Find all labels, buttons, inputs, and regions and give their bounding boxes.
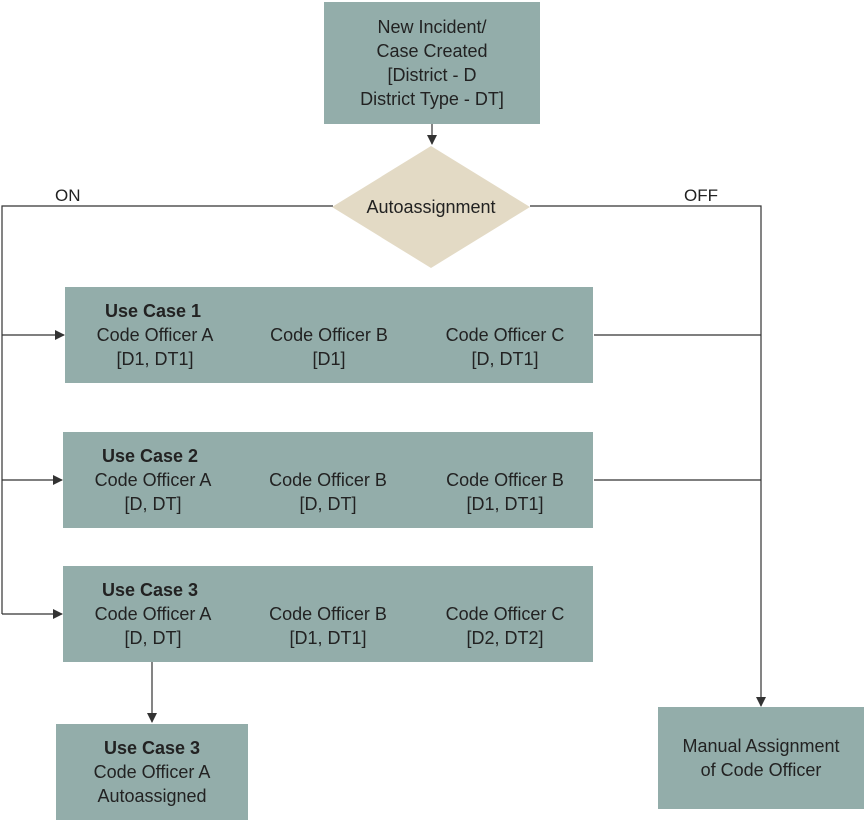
result-line-2: Autoassigned	[97, 786, 207, 806]
officer-name: Code Officer A	[94, 604, 212, 624]
use-case-2-title: Use Case 2	[102, 446, 199, 466]
use-case-1-officer-1: Code Officer A [D1, DT1]	[65, 323, 245, 371]
use-case-1-officer-3: Code Officer C [D, DT1]	[415, 323, 595, 371]
use-case-2-officer-3: Code Officer B [D1, DT1]	[415, 468, 595, 516]
use-case-1-box: Use Case 1 Code Officer A [D1, DT1] Code…	[65, 287, 593, 383]
decision-node: Autoassignment	[332, 146, 530, 268]
officer-name: Code Officer A	[94, 470, 212, 490]
officer-name: Code Officer B	[269, 604, 387, 624]
manual-line-1: Manual Assignment	[682, 736, 840, 756]
officer-name: Code Officer C	[445, 325, 565, 345]
start-line-1: New Incident/	[377, 17, 487, 37]
officer-name: Code Officer B	[269, 470, 387, 490]
use-case-3-officer-1: Code Officer A [D, DT]	[63, 602, 243, 650]
start-line-4: District Type - DT]	[360, 89, 504, 109]
result-line-1: Code Officer A	[93, 762, 211, 782]
autoassigned-result-node: Use Case 3 Code Officer A Autoassigned	[56, 724, 248, 820]
officer-scope: [D1, DT1]	[466, 494, 544, 514]
decision-diamond-shape	[332, 146, 530, 268]
use-case-3-title: Use Case 3	[102, 580, 199, 600]
officer-name: Code Officer B	[270, 325, 388, 345]
manual-line-2: of Code Officer	[700, 760, 822, 780]
officer-scope: [D, DT]	[299, 494, 357, 514]
decision-label: Autoassignment	[366, 196, 496, 217]
off-branch-label: OFF	[684, 186, 718, 205]
start-line-2: Case Created	[376, 41, 488, 61]
use-case-3-officer-3: Code Officer C [D2, DT2]	[415, 602, 595, 650]
officer-scope: [D1, DT1]	[289, 628, 367, 648]
officer-scope: [D1, DT1]	[116, 349, 194, 369]
on-branch-label: ON	[55, 186, 81, 205]
officer-name: Code Officer A	[96, 325, 214, 345]
officer-name: Code Officer C	[445, 604, 565, 624]
officer-scope: [D, DT]	[124, 494, 182, 514]
use-case-2-box: Use Case 2 Code Officer A [D, DT] Code O…	[63, 432, 593, 528]
officer-scope: [D2, DT2]	[466, 628, 544, 648]
officer-scope: [D, DT]	[124, 628, 182, 648]
result-title: Use Case 3	[103, 738, 201, 758]
use-case-3-box: Use Case 3 Code Officer A [D, DT] Code O…	[63, 566, 593, 662]
start-line-3: [District - D	[387, 65, 477, 85]
connector-on-branch	[1, 205, 333, 614]
use-case-2-officer-1: Code Officer A [D, DT]	[63, 468, 243, 516]
use-case-2-officer-2: Code Officer B [D, DT]	[238, 468, 418, 516]
use-case-1-title: Use Case 1	[105, 301, 202, 321]
start-node: New Incident/ Case Created [District - D…	[324, 2, 540, 124]
officer-scope: [D, DT1]	[471, 349, 539, 369]
connector-off-branch	[530, 205, 766, 707]
officer-scope: [D1]	[312, 349, 346, 369]
use-case-3-officer-2: Code Officer B [D1, DT1]	[238, 602, 418, 650]
manual-assignment-node: Manual Assignment of Code Officer	[658, 707, 864, 809]
use-case-1-officer-2: Code Officer B [D1]	[239, 323, 419, 371]
officer-name: Code Officer B	[446, 470, 564, 490]
